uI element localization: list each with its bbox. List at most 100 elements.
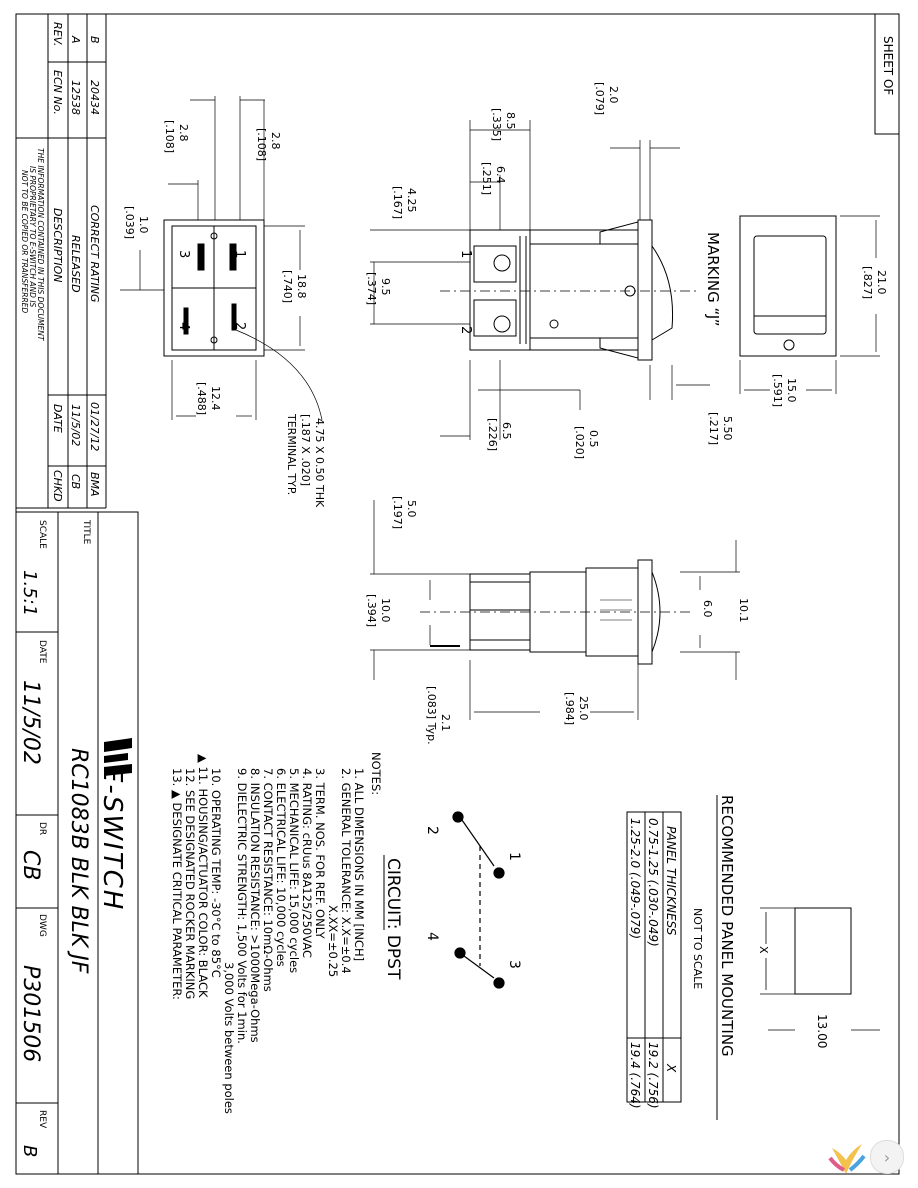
note-5: 5. MECHANICAL LIFE: 15,000 cycles (287, 768, 301, 973)
dim-335: [.335] (490, 108, 503, 141)
dim-6-5: 6.5 (500, 422, 513, 440)
side-term-2: 2 (458, 326, 473, 334)
proprietary-line-1: THE INFORMATION CONTAINED IN THIS DOCUME… (36, 148, 45, 342)
dim-4-25: 4.25 (405, 188, 418, 213)
sheet-border (15, 13, 900, 1175)
rev-header-rev: REV. (51, 22, 64, 46)
assistant-logo-icon[interactable] (822, 1136, 870, 1180)
circuit-term-3: 3 (506, 960, 522, 969)
table-row1-x: 19.2 (.756) (646, 1042, 660, 1109)
terminal-spec-2: [.187 X .020] (299, 414, 312, 486)
note-2b: X.XX=±0.25 (326, 905, 340, 977)
company-name: E-SWITCH (97, 766, 127, 911)
scale-value: 1.5:1 (19, 570, 40, 616)
recommended-title: RECOMMENDED PANEL MOUNTING (718, 795, 736, 1057)
dim-1-0: 1.0 (137, 216, 150, 234)
rev-header-chkd: CHKD (51, 470, 64, 502)
note-4: 4. RATING: cRUus 8A125/250VAC (300, 768, 314, 958)
bottom-term-2: 2 (232, 322, 247, 330)
front-view (739, 215, 880, 394)
dim-039: [.039] (123, 206, 136, 239)
dim-21-0: 21.0 (875, 270, 888, 295)
rev-b-date: 01/27/12 (88, 402, 101, 451)
x-dimension-label: X (757, 946, 770, 954)
dim-374: [.374] (365, 272, 378, 305)
rev-value: B (19, 1145, 40, 1157)
circuit-term-1: 1 (506, 852, 522, 861)
dwg-label: DWG (37, 914, 47, 937)
notes-title: NOTES: (369, 752, 383, 795)
note-7: 7. CONTACT RESISTANCE: 10mΩ-Ohms (261, 768, 275, 992)
proprietary-line-3: NOT TO BE COPIED OR TRANSFERRED (20, 170, 29, 313)
rev-header-desc: DESCRIPTION (51, 208, 64, 282)
dim-13-00: 13.00 (815, 1014, 829, 1048)
end-view (370, 500, 740, 720)
bottom-term-1: 1 (232, 250, 247, 258)
rev-b-desc: CORRECT RATING (88, 205, 101, 303)
side-term-1: 1 (458, 250, 473, 258)
circuit-term-4: 4 (424, 932, 440, 941)
sheet-box (874, 13, 900, 135)
dim-591: [.591] (771, 374, 784, 407)
note-11: ▲ 11. HOUSING/ACTUATOR COLOR: BLACK (196, 754, 210, 998)
dim-2-8-a: 2.8 (269, 132, 282, 150)
dim-10-1: 10.1 (737, 598, 750, 623)
table-row1-thickness: 0.75-1.25 (.030-.049) (646, 818, 660, 947)
dim-12-4: 12.4 (209, 386, 222, 411)
rev-header-date: DATE (51, 404, 64, 433)
dim-167: [.167] (391, 186, 404, 219)
chevron-right-icon: › (883, 1147, 891, 1167)
marking-label: MARKING “J” (704, 232, 722, 327)
circuit-label: CIRCUIT: DPST (383, 858, 403, 980)
dwg-value: P301506 (18, 965, 43, 1062)
not-to-scale: NOT TO SCALE (691, 908, 704, 989)
dim-108-b: [.108] (163, 120, 176, 153)
bottom-view (120, 96, 323, 421)
rev-header-ecn: ECN No. (51, 70, 64, 115)
dim-226: [.226] (486, 418, 499, 451)
panel-thickness-table (626, 811, 682, 1103)
proprietary-line-2: IS PROPRIETARY TO E-SWITCH AND IS (28, 166, 37, 308)
note-2: 2. GENERAL TOLERANCE: X.X=±0.4 (339, 768, 353, 974)
dim-251: [.251] (480, 162, 493, 195)
dim-5-50: 5.50 (721, 416, 734, 441)
dim-2-0: 2.0 (607, 86, 620, 104)
rev-a-letter: A (69, 35, 82, 44)
revision-block (16, 14, 107, 509)
next-page-button[interactable]: › (870, 1140, 904, 1174)
dim-25-0: 25.0 (577, 696, 590, 721)
title-block (15, 511, 139, 1175)
dr-label: DR (37, 822, 47, 835)
dim-984: [.984] (563, 692, 576, 725)
dim-197: [.197] (391, 496, 404, 529)
table-row2-x: 19.4 (.764) (628, 1042, 642, 1109)
dim-740: [.740] (281, 270, 294, 303)
dim-083: [.083] Typ. (425, 686, 438, 745)
dim-15-0: 15.0 (785, 378, 798, 403)
dim-488: [.488] (195, 382, 208, 415)
rev-a-date: 11/5/02 (69, 404, 82, 446)
rev-a-ecn: 12538 (69, 80, 82, 115)
dim-9-5: 9.5 (379, 278, 392, 296)
terminal-spec-3: TERMINAL TYP. (285, 413, 298, 495)
title-label: TITLE (81, 519, 91, 545)
panel-cutout (794, 907, 852, 995)
date-label: DATE (37, 640, 47, 664)
rev-b-letter: B (88, 36, 101, 44)
eswitch-logo-icon (104, 738, 132, 776)
side-view (370, 120, 710, 440)
rev-b-chkd: BMA (88, 472, 101, 497)
table-header-thickness: PANEL THICKNESS (664, 826, 678, 936)
note-9: 9. DIELECTRIC STRENGTH: 1,500 Volts for … (235, 768, 249, 1044)
note-8: 8. INSULATION RESISTANCE: >1000Mega-Ohms (248, 768, 262, 1043)
dim-5-0: 5.0 (405, 500, 418, 518)
dim-079: [.079] (593, 82, 606, 115)
rev-a-desc: RELEASED (69, 235, 82, 293)
dim-10-0: 10.0 (379, 598, 392, 623)
note-10: 10. OPERATING TEMP: -30°C to 85°C (209, 768, 223, 978)
terminal-spec-1: 4.75 X 0.50 THK (313, 418, 326, 508)
date-value: 11/5/02 (18, 680, 43, 765)
dim-217: [.217] (707, 412, 720, 445)
table-row2-thickness: 1.25-2.0 (.049-.079) (628, 818, 642, 939)
circuit-term-2: 2 (424, 826, 440, 835)
